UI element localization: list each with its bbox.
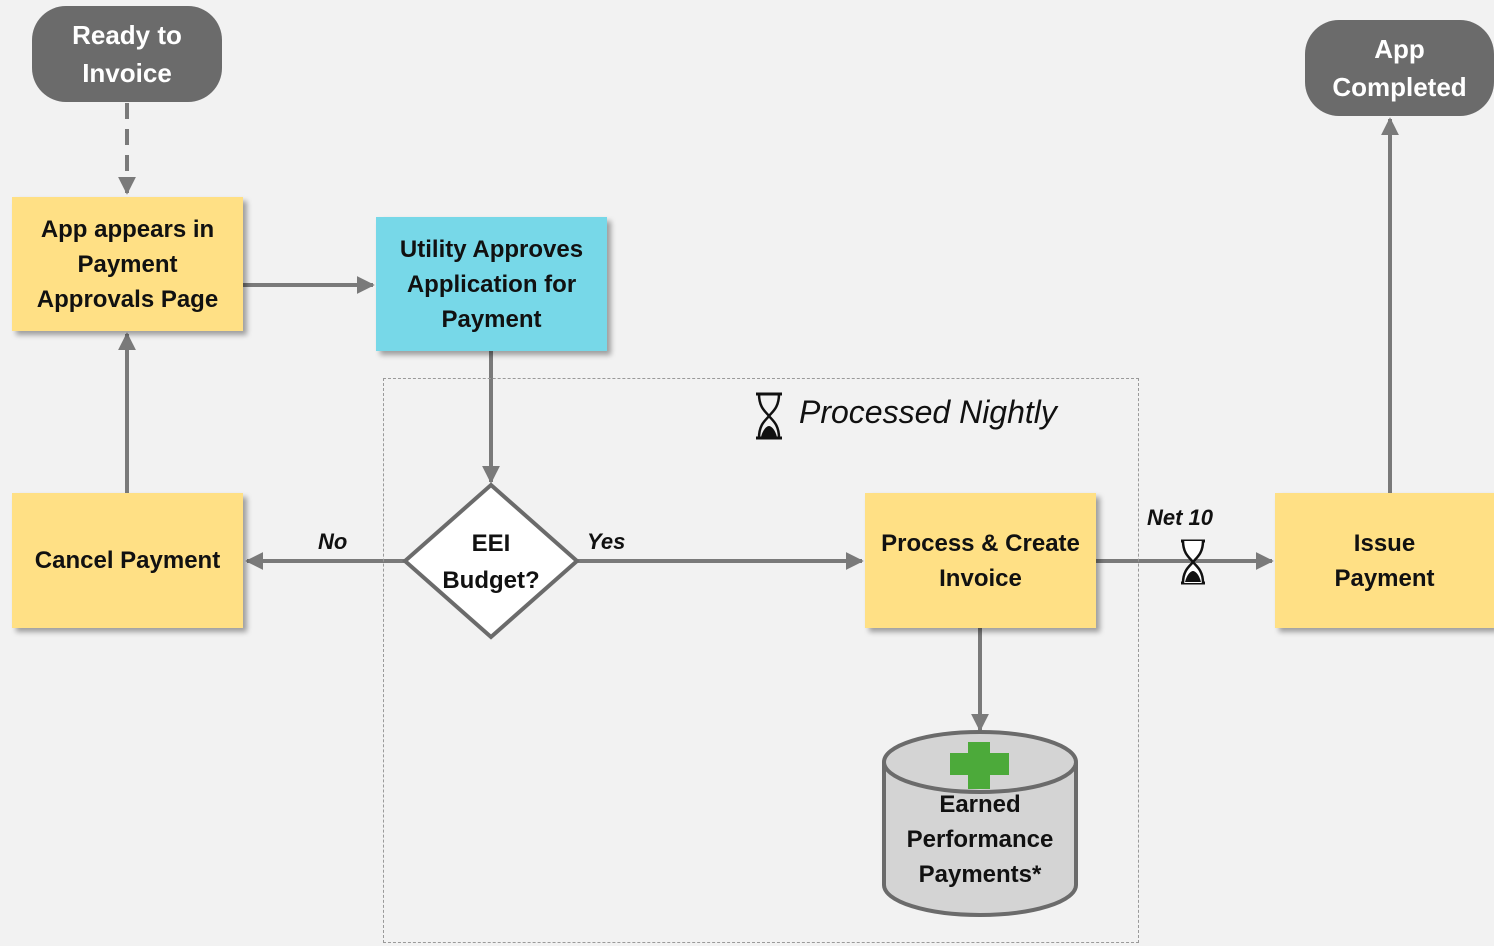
- utility-approves-node: Utility Approves Application for Payment: [376, 217, 607, 351]
- processed-nightly-region: [383, 378, 1139, 943]
- cancel-payment-node: Cancel Payment: [12, 493, 243, 628]
- issue-payment-node: Issue Payment: [1275, 493, 1494, 628]
- yes-label: Yes: [587, 529, 626, 554]
- app-completed-node: App Completed: [1305, 20, 1494, 116]
- eei-budget-diamond: [401, 482, 581, 640]
- earned-performance-text: Earned Performance Payments*: [906, 791, 1054, 888]
- hourglass-icon: [756, 392, 782, 440]
- net-10-label: Net 10: [1147, 505, 1214, 530]
- hourglass-icon: [1181, 539, 1205, 585]
- plus-icon: [950, 742, 1009, 789]
- ready-to-invoice-node: Ready to Invoice: [32, 6, 222, 102]
- no-label: No: [318, 529, 348, 554]
- processed-nightly-label: Processed Nightly: [799, 394, 1057, 430]
- eei-budget-text: EEI Budget?: [442, 530, 540, 594]
- app-appears-node: App appears in Payment Approvals Page: [12, 197, 243, 331]
- process-create-invoice-node: Process & Create Invoice: [865, 493, 1096, 628]
